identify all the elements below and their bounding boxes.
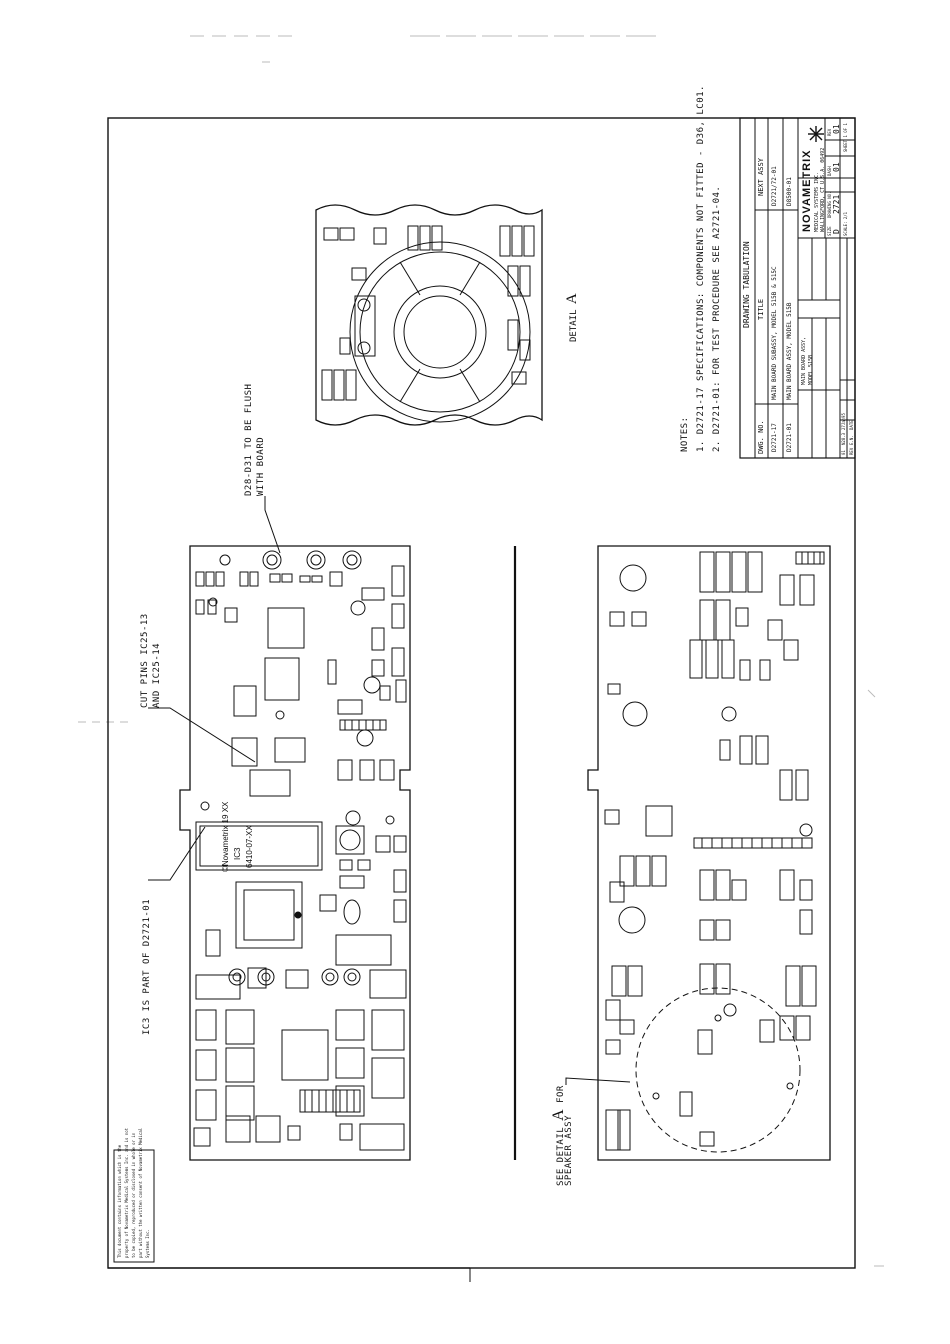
company-name: NOVAMETRIX (801, 149, 813, 232)
tab-header-next: NEXT ASSY (757, 158, 765, 196)
proprietary-notice-box (113, 1149, 155, 1263)
scale-value: SCALE: 2/1 (843, 211, 848, 236)
rev-header-rev: REV (849, 447, 854, 455)
tab-row1-next: D2721/72-01 (771, 166, 778, 206)
title-block-lines (739, 117, 856, 459)
see-detail-for: FOR (556, 1085, 566, 1103)
note-1: 1. D2721-17 SPECIFICATIONS: COMPONENTS N… (696, 85, 706, 452)
detail-letter: A (564, 293, 580, 305)
detail-word: DETAIL (569, 309, 579, 342)
title-line1: MAIN BOARD ASSY, (801, 336, 807, 385)
rev-header-date: DATE (849, 420, 854, 430)
detail-a-label: DETAIL A (564, 293, 581, 342)
leader-lines (148, 496, 631, 1085)
notice-line3: to be copied, reproduced or disclosed in… (131, 1132, 136, 1258)
pcb-bottom-view (587, 545, 831, 1161)
rev-value: 01 (832, 124, 841, 134)
callout-ic3-note: IC3 IS PART OF D2721-01 (142, 898, 152, 1035)
dash-value: 01 (832, 162, 841, 172)
detail-a-view (315, 204, 543, 426)
rev-row-rev: 01 (841, 450, 846, 455)
tab-row2-title: MAIN BOARD ASSY, MODEL 515B (786, 302, 793, 400)
scan-artifacts (78, 35, 884, 1267)
callout-flush-line1: D28-D31 TO BE FLUSH (244, 383, 254, 496)
notice-line5: Systems Inc. (145, 1229, 150, 1258)
tab-row1-title: MAIN BOARD SUBASSY, MODEL 515B & 515C (771, 266, 778, 400)
tab-row2-dwgno: D2721-01 (786, 423, 793, 452)
callout-cut-pins-line1: CUT PINS IC25-13 (140, 613, 150, 708)
note-2: 2. D2721-01: FOR TEST PROCEDURE SEE A272… (712, 185, 722, 452)
callout-flush-line2: WITH BOARD (256, 436, 266, 496)
tab-header-dwgno: DWG. NO. (757, 420, 765, 454)
notice-line2: property of Novametrix Medical Systems I… (124, 1127, 129, 1258)
rev-row-en: N28.3 (841, 432, 846, 445)
notes-heading: NOTES: (680, 416, 690, 452)
tab-row2-next: D8500-01 (786, 177, 793, 206)
tab-header-title: TITLE (757, 298, 765, 320)
callout-speaker-assy: SPEAKER ASSY (564, 1114, 574, 1186)
novametrix-logo-icon (808, 126, 824, 142)
company-sub-2: WALLINGFORD, CT U.S.A. 06492 (820, 147, 826, 232)
drawing-frame (107, 117, 856, 1269)
ic3-label-line1: ©Novametrix 19 XX (221, 801, 230, 872)
rev-row-date: 27Jan95 (841, 413, 846, 430)
ic3-label-line2: IC3 (233, 847, 242, 860)
ic3-label-line3: 6410-07-XX (245, 825, 254, 868)
drawing-no-value: 2721 (832, 194, 841, 214)
callout-cut-pins-line2: AND IC25-14 (152, 642, 162, 708)
notice-line4: part without the written consent of Nova… (138, 1127, 143, 1258)
sheet-value: SHEET 1 OF 1 (843, 123, 848, 152)
rev-header-en: E.N. (849, 435, 854, 445)
tab-row1-dwgno: D2721-17 (771, 423, 778, 452)
notice-line1: This document contains information which… (117, 1144, 122, 1258)
size-value: D (832, 229, 841, 234)
title-line2: MODEL 515B (808, 354, 814, 385)
tabulation-title: DRAWING TABULATION (742, 241, 751, 328)
pcb-top-view (179, 545, 411, 1161)
